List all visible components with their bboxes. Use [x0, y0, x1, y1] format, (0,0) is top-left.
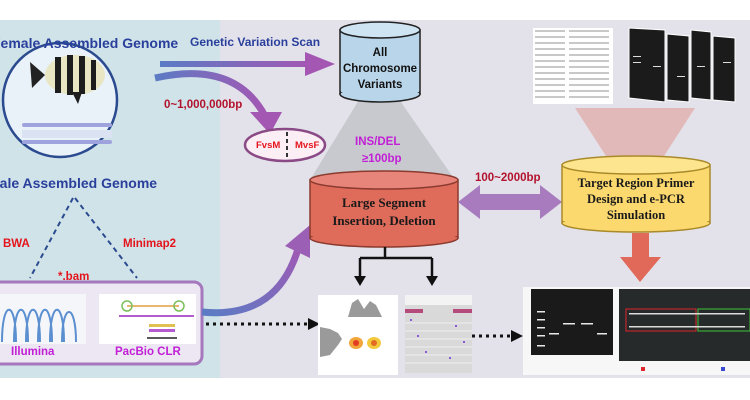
pacbio-thumbnail: [99, 294, 196, 344]
minimap2-label: Minimap2: [123, 238, 177, 250]
ins-del-label: INS/DEL: [355, 136, 401, 148]
fish-icon: [30, 55, 105, 104]
all-variants-label: All Chromosome Variants: [342, 47, 418, 91]
double-arrow-icon: [458, 185, 562, 219]
sequence-table-thumbnail: [533, 28, 613, 104]
diagram-canvas: Female Assembled Genome Male Assembled G…: [0, 20, 750, 378]
target-region-cylinder: [561, 155, 711, 233]
curved-arrow-to-ellipse-icon: [154, 70, 282, 134]
scan-arrow-icon: [160, 52, 335, 76]
male-genome-label: Male Assembled Genome: [0, 175, 158, 191]
gel-image-panel: [523, 287, 750, 375]
range-bp-label: 0~1,000,000bp: [164, 99, 243, 111]
fvsm-label: FvsM: [256, 140, 281, 151]
genome-circle-icon: [1, 41, 119, 159]
large-segment-label: Large Segment Insertion, Deletion: [332, 195, 436, 228]
ins-del-size-label: ≥100bp: [362, 153, 402, 165]
pacbio-label: PacBio CLR: [115, 346, 181, 358]
minimap2-dashed-line: [74, 197, 138, 279]
mvsf-label: MvsF: [295, 140, 320, 151]
target-region-label: Target Region Primer Design and e-PCR Si…: [577, 176, 695, 222]
large-segment-cylinder: [309, 170, 459, 248]
primer-funnel: [575, 108, 695, 170]
gel-stack-thumbnail: [627, 26, 737, 104]
down-arrow-icon: [620, 233, 661, 282]
curved-arrow-to-large-segment-icon: [201, 225, 310, 317]
branch-arrows: [358, 247, 434, 278]
female-genome-label: Female Assembled Genome: [0, 35, 179, 51]
filter-funnel: [310, 95, 455, 180]
illumina-label: Illumina: [11, 346, 55, 358]
bam-label: *.bam: [58, 271, 90, 283]
genetic-variation-scan-label: Genetic Variation Scan: [190, 35, 321, 49]
primer-range-label: 100~2000bp: [475, 172, 541, 184]
bwa-label: BWA: [3, 238, 30, 250]
density-plot-thumbnail: [318, 295, 398, 375]
comparison-ellipse: [243, 127, 327, 163]
dna-strand-icon: [22, 123, 112, 144]
illumina-thumbnail: [0, 294, 86, 344]
bwa-dashed-line: [29, 197, 74, 279]
igv-reads-thumbnail: [405, 295, 472, 373]
all-variants-cylinder: [339, 21, 421, 103]
